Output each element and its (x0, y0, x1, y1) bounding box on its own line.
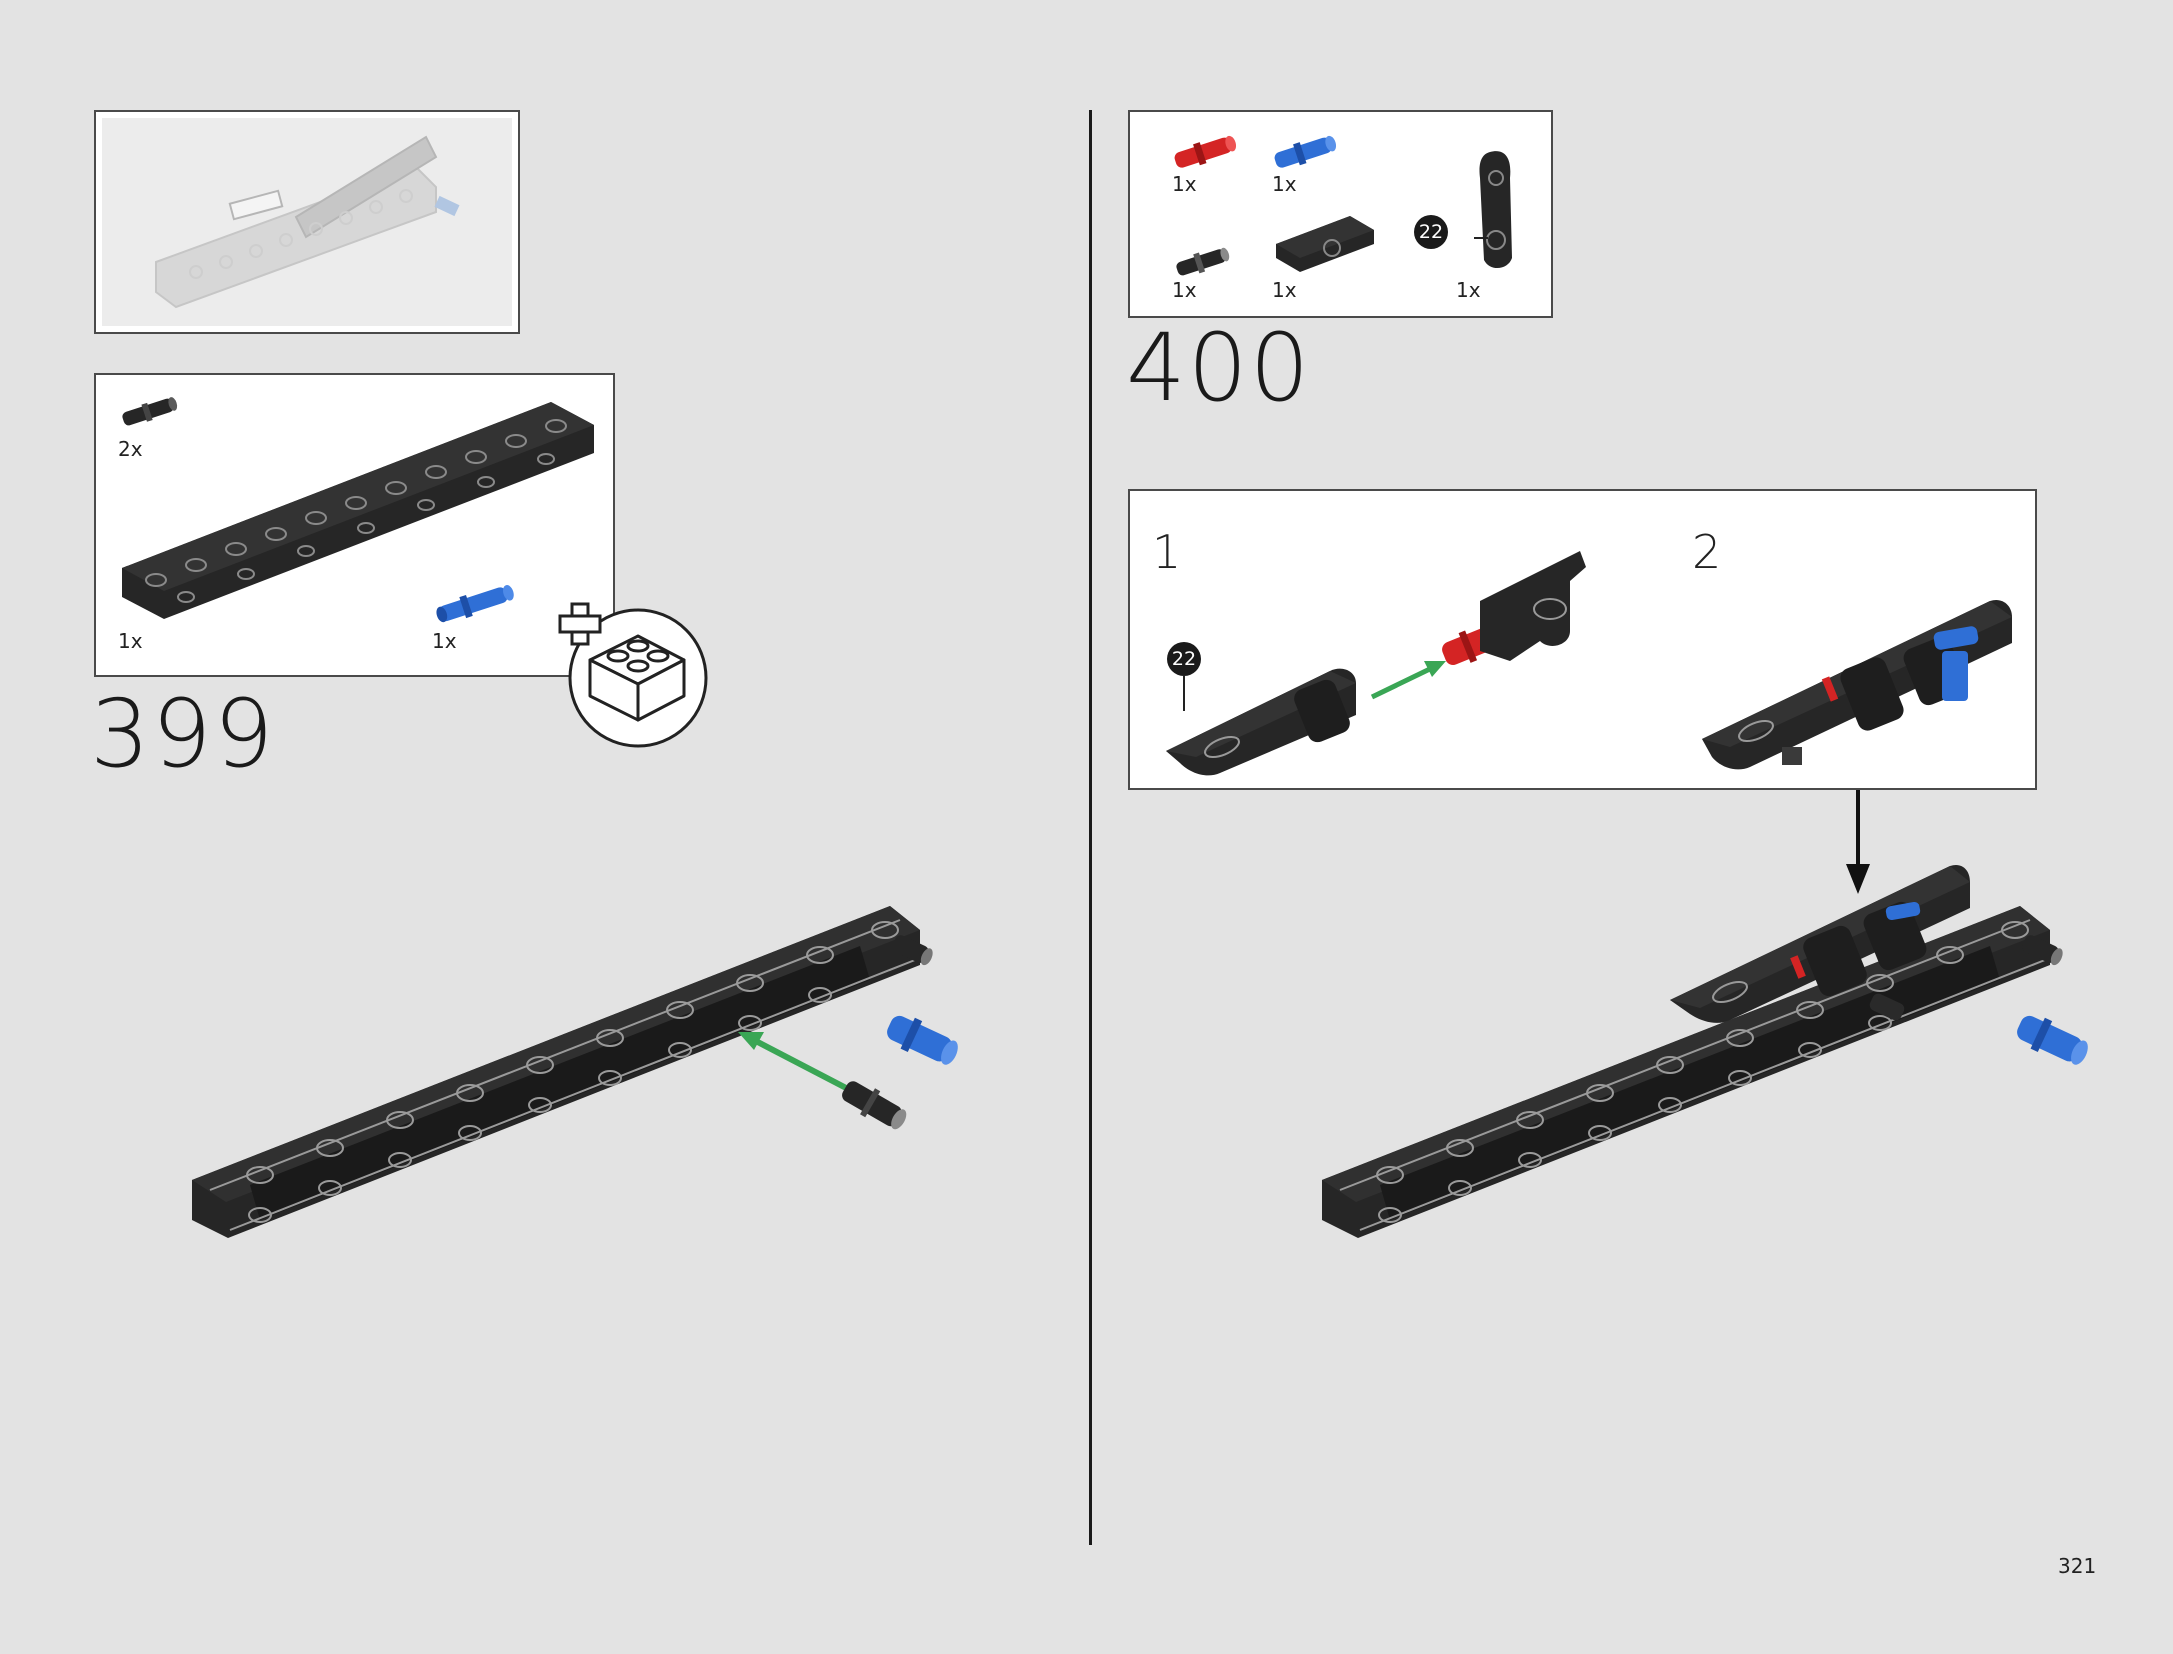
qty-black-angled-beam: 1x (1456, 278, 1481, 302)
sub-assembly-box: 1 2 22 (1128, 489, 2037, 790)
substep-2-illustration (1702, 599, 2012, 770)
black-beam-frame-icon (122, 402, 594, 619)
black-panel-icon (1276, 216, 1374, 272)
qty-black-pin: 1x (1172, 278, 1197, 302)
qty-black-connector-pin: 2x (118, 437, 143, 461)
substep-1-callout-22: 22 (1171, 648, 1197, 670)
step-number-399: 399 (90, 680, 276, 789)
black-angled-beam-icon (1474, 151, 1512, 269)
step-399-main-illustration (192, 906, 958, 1238)
step-400-main-illustration (1322, 864, 2088, 1238)
parts-list-400: 1x 1x 1x 1x 22 1x (1128, 110, 1553, 318)
page-number: 321 (2058, 1554, 2097, 1578)
down-arrow-icon (1846, 790, 1870, 894)
parts-list-399: 2x 1x 1x (94, 373, 615, 677)
red-axle-pin-icon (1174, 135, 1237, 168)
previous-build-preview (94, 110, 520, 334)
qty-black-panel: 1x (1272, 278, 1297, 302)
page-divider (1089, 110, 1092, 1545)
substep-1-illustration (1166, 551, 1586, 776)
callout-badge-22: 22 (1414, 215, 1448, 249)
step-number-400: 400 (1126, 314, 1312, 423)
blue-axle-pin-icon (1274, 135, 1337, 168)
qty-red-axle-pin: 1x (1172, 172, 1197, 196)
qty-blue-axle-pin: 1x (432, 629, 457, 653)
black-connector-pin-icon (122, 397, 178, 426)
qty-blue-axle-pin: 1x (1272, 172, 1297, 196)
substep-number-2: 2 (1692, 525, 1722, 579)
blue-axle-pin-icon (436, 585, 514, 623)
ghosted-assembly-image (155, 135, 460, 309)
black-pin-icon (1176, 247, 1230, 276)
substep-number-1: 1 (1152, 525, 1182, 579)
add-bricks-icon (558, 602, 708, 748)
qty-black-beam-frame: 1x (118, 629, 143, 653)
